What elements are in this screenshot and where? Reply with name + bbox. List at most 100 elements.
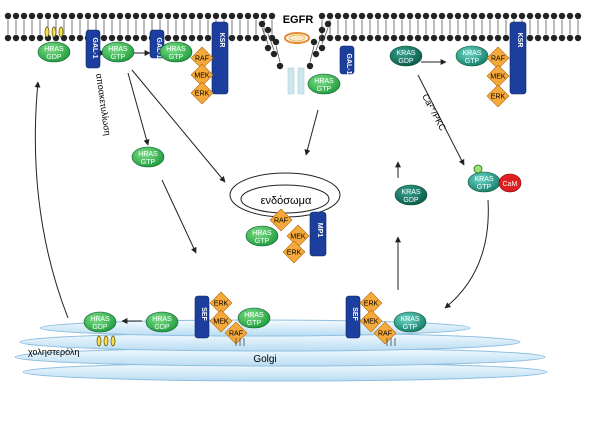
hras-gtp-endosome-name: HRAS — [252, 230, 272, 237]
membrane-lipid — [116, 34, 124, 42]
gal1-scaffold-2-label: GAL-1 — [155, 38, 162, 59]
membrane-lipid — [430, 34, 438, 42]
membrane-lipid — [196, 12, 204, 20]
membrane-lipid — [374, 34, 382, 42]
membrane-lipid — [534, 12, 542, 20]
hras-gdp-golgi-incoming-name: HRAS — [152, 316, 172, 323]
raf-kinase-endosome-label: RAF — [274, 218, 288, 225]
membrane-lipid — [84, 12, 92, 20]
membrane-lipid — [462, 12, 470, 20]
mp1-scaffold: MP1 — [309, 211, 327, 257]
membrane-lipid — [321, 27, 329, 45]
mek-kinase-golgi-right: MEK — [359, 309, 383, 333]
raf-kinase-endosome-shape — [269, 208, 293, 232]
membrane-lipid — [108, 12, 116, 20]
erk-kinase-left-label: ERK — [195, 91, 210, 98]
plasma-membrane — [4, 12, 582, 70]
membrane-lipid — [124, 34, 132, 42]
membrane-lipid — [478, 12, 486, 20]
erk-kinase-golgi-right-label: ERK — [364, 301, 379, 308]
hras-gtp-ksr-complex-shape — [159, 41, 193, 63]
membrane-lipid — [180, 12, 188, 20]
erk-kinase-left: ERK — [190, 81, 214, 105]
hras-gtp-ksr-complex-name: HRAS — [166, 46, 186, 53]
depalmitoylation-label: αποακετυλίωση — [94, 73, 113, 136]
raf-kinase-golgi-right-label: RAF — [378, 331, 392, 338]
membrane-lipid — [542, 12, 550, 20]
membrane-lipid — [478, 34, 486, 42]
ksr-scaffold-right: KSR — [509, 21, 527, 95]
erk-kinase-endosome: ERK — [282, 240, 306, 264]
calmodulin-label: CaM — [503, 181, 518, 188]
membrane-lipid — [108, 34, 116, 42]
membrane-lipid — [164, 12, 172, 20]
membrane-lipid — [510, 12, 518, 20]
erk-kinase-right-label: ERK — [491, 94, 506, 101]
membrane-lipid — [52, 12, 60, 20]
egfr-label: EGFR — [283, 14, 314, 26]
kras-gdp-cytosol-name: KRAS — [401, 189, 420, 196]
erk-kinase-endosome-shape — [282, 240, 306, 264]
membrane-lipid — [276, 62, 284, 70]
gal1-scaffold-1: GAL-1 — [85, 29, 101, 69]
membrane-lipid — [267, 33, 275, 51]
endosome-label: ενδόσωμα — [261, 195, 312, 207]
membrane-lipid — [204, 34, 212, 42]
membrane-lipid — [236, 12, 244, 20]
hras-gtp-gal1-state: GTP — [111, 54, 126, 61]
membrane-lipid — [526, 12, 534, 20]
ca-pkc-label: Ca²⁺/PKC — [420, 92, 448, 133]
membrane-lipid — [438, 34, 446, 42]
mp1-scaffold-label: MP1 — [316, 223, 323, 238]
membrane-lipid — [132, 12, 140, 20]
ksr-scaffold-left: KSR — [211, 21, 229, 95]
gal1-scaffold-3-shape — [339, 45, 355, 75]
membrane-lipid — [406, 34, 414, 42]
raf-kinase-left-label: RAF — [195, 56, 209, 63]
membrane-lipid — [382, 12, 390, 20]
membrane-lipid — [172, 34, 180, 42]
membrane-lipid — [350, 34, 358, 42]
kras-gdp-membrane-shape — [389, 45, 423, 67]
mek-kinase-golgi-left: MEK — [209, 309, 233, 333]
membrane-lipid — [326, 12, 334, 20]
hras-gtp-golgi-shape — [237, 307, 271, 329]
membrane-lipid — [326, 34, 334, 42]
membrane-lipid — [164, 34, 172, 42]
membrane-lipid — [28, 12, 36, 20]
membrane-lipid — [438, 12, 446, 20]
membrane-lipid — [334, 12, 342, 20]
membrane-lipid — [132, 34, 140, 42]
hras-gtp-golgi-state: GTP — [247, 320, 262, 327]
membrane-lipid — [398, 34, 406, 42]
membrane-lipid — [92, 12, 100, 20]
membrane-lipid — [306, 62, 314, 70]
membrane-lipid — [140, 34, 148, 42]
membrane-lipid — [244, 34, 252, 42]
raf-kinase-golgi-right: RAF — [373, 321, 397, 345]
membrane-lipid — [36, 34, 44, 42]
membrane-lipid — [550, 34, 558, 42]
membrane-lipid — [220, 12, 228, 20]
kras-gdp-cytosol-state: GDP — [403, 197, 419, 204]
membrane-lipid — [558, 34, 566, 42]
membrane-lipid — [272, 38, 280, 46]
sef-scaffold-left-label: SEF — [200, 307, 207, 321]
calmodulin-shape — [498, 173, 522, 193]
membrane-lipid — [430, 12, 438, 20]
membrane-lipid — [486, 12, 494, 20]
hras-gtp-golgi-name: HRAS — [244, 312, 264, 319]
kras-gtp-cam-name: KRAS — [474, 176, 493, 183]
hras-gtp-cytosol-state: GTP — [141, 159, 156, 166]
membrane-lipid — [258, 20, 266, 28]
erk-kinase-golgi-left-label: ERK — [214, 301, 229, 308]
membrane-lipid — [312, 50, 320, 58]
mek-kinase-golgi-right-label: MEK — [363, 319, 379, 326]
